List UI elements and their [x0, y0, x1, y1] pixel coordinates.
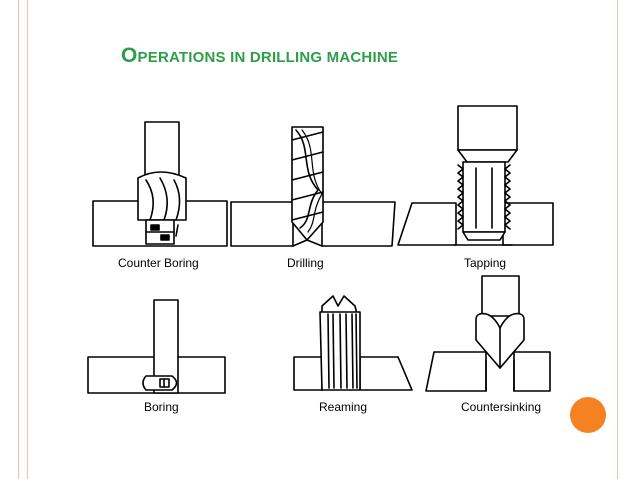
left-margin-rule-outer	[18, 0, 19, 479]
reaming-workpiece-left	[293, 356, 323, 391]
caption-boring: Boring	[144, 400, 179, 414]
tapping-workpiece-right	[502, 202, 554, 246]
accent-dot	[570, 397, 606, 433]
slide-title-rest: perations in drilling machine	[137, 49, 399, 66]
counter-boring-illustration	[92, 121, 228, 247]
tap-thread-right	[504, 164, 511, 230]
counter-boring-cutter	[137, 171, 187, 221]
figure-captions: Counter Boring Drilling Tapping Boring R…	[118, 256, 541, 414]
drilling-workpiece-left	[230, 201, 294, 247]
slide-title: Operations in drilling machine	[121, 44, 398, 68]
tap-shank	[457, 105, 518, 151]
boring-illustration	[87, 299, 226, 394]
left-margin-rule-inner	[27, 0, 28, 479]
caption-tapping: Tapping	[464, 256, 506, 270]
tap-thread-left	[457, 164, 464, 230]
reaming-workpiece-right	[359, 356, 413, 391]
caption-reaming: Reaming	[319, 400, 367, 414]
countersinking-workpiece-right	[513, 351, 551, 392]
countersinking-illustration	[425, 275, 551, 392]
countersink-shank	[481, 275, 520, 317]
tapping-illustration	[397, 105, 554, 246]
tap-body	[462, 161, 506, 233]
right-margin-rule	[617, 0, 618, 479]
tapping-workpiece-left	[397, 202, 457, 246]
drilling-workpiece-right	[321, 201, 396, 247]
caption-countersinking: Countersinking	[461, 400, 541, 414]
reaming-illustration	[293, 295, 413, 391]
caption-drilling: Drilling	[287, 256, 324, 270]
drilling-illustration	[230, 126, 396, 247]
caption-counter-boring: Counter Boring	[118, 256, 199, 270]
drill-bit	[291, 126, 324, 241]
countersinking-workpiece-left	[425, 351, 487, 392]
slide-title-initial: O	[121, 44, 138, 67]
